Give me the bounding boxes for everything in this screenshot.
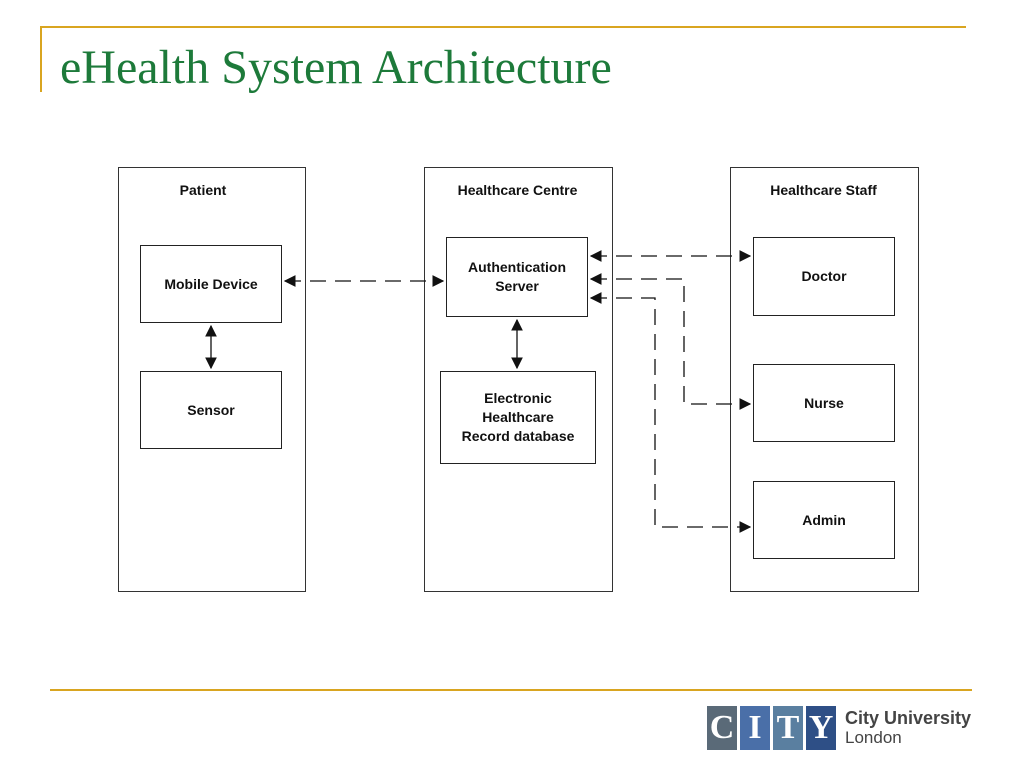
logo-name-line-1: City University — [845, 708, 972, 728]
node-sensor: Sensor — [140, 371, 282, 449]
node-doctor: Doctor — [753, 237, 895, 316]
node-admin: Admin — [753, 481, 895, 559]
logo-letter-t: T — [773, 706, 803, 750]
node-ehr-database: Electronic Healthcare Record database — [440, 371, 596, 464]
logo-name-line-2: London — [845, 728, 902, 747]
node-nurse: Nurse — [753, 364, 895, 442]
slide-title: eHealth System Architecture — [60, 41, 612, 94]
column-label-patient: Patient — [179, 182, 227, 198]
connector-auth-admin — [589, 292, 752, 533]
node-authentication-server: Authentication Server — [446, 237, 588, 317]
left-accent-line — [40, 26, 42, 92]
column-label-healthcare-staff: Healthcare Staff — [770, 182, 877, 198]
column-label-healthcare-centre: Healthcare Centre — [457, 182, 578, 198]
node-mobile-device: Mobile Device — [140, 245, 282, 323]
footer-accent-line — [50, 689, 972, 691]
logo-letter-y: Y — [806, 706, 836, 750]
top-accent-line — [40, 26, 966, 28]
logo-letter-c: C — [707, 706, 737, 750]
connector-auth-nurse — [589, 273, 752, 410]
logo-letter-i: I — [740, 706, 770, 750]
